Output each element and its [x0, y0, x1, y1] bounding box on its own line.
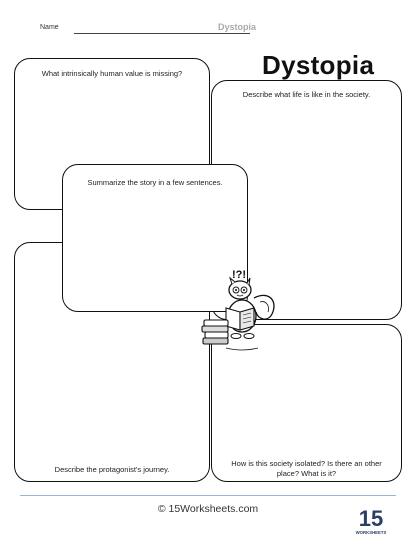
logo-number: 15	[359, 506, 383, 531]
mascot-exclaim: !?!	[232, 269, 246, 281]
journey-prompt: Describe the protagonist's journey.	[54, 465, 170, 474]
summary-box: Summarize the story in a few sentences.	[62, 164, 248, 312]
isolation-box: How is this society isolated? Is there a…	[211, 324, 402, 482]
squirrel-reading-illustration: !?!	[201, 269, 275, 351]
logo-word: WORKSHEETS	[356, 530, 387, 535]
isolation-prompt: How is this society isolated? Is there a…	[231, 459, 382, 479]
header-topic: Dystopia	[218, 22, 257, 32]
missing-value-prompt: What intrinsically human value is missin…	[41, 69, 183, 78]
summary-prompt: Summarize the story in a few sentences.	[87, 178, 223, 187]
name-write-line	[74, 33, 250, 34]
life-in-society-prompt: Describe what life is like in the societ…	[242, 90, 371, 99]
worksheet-header: Name Dystopia	[40, 22, 380, 38]
footer-divider	[20, 495, 396, 496]
name-label: Name	[40, 24, 59, 31]
15worksheets-logo: 15 WORKSHEETS	[356, 506, 387, 535]
copyright-text: © 15Worksheets.com	[157, 503, 259, 515]
page-title: Dystopia	[262, 50, 375, 80]
